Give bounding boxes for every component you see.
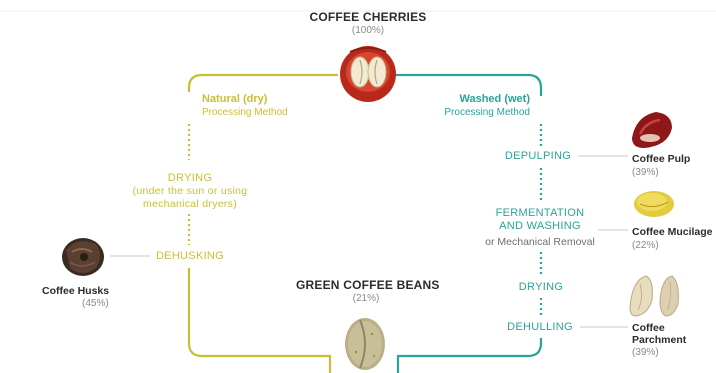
- root-percent: (100%): [351, 25, 385, 36]
- coffee-husk-icon: [62, 238, 104, 276]
- coffee-cherry-icon: [340, 46, 396, 102]
- green-beans-title: GREEN COFFEE BEANS: [296, 278, 440, 292]
- parchment-label-2: Parchment: [632, 334, 687, 346]
- washed-method-subtitle: Processing Method: [444, 107, 530, 118]
- drying-note-1: (under the sun or using: [132, 185, 248, 197]
- washed-method-name: Washed (wet): [459, 93, 531, 105]
- coffee-parchment-icon: [629, 275, 679, 317]
- washed-step-fermentation: FERMENTATION AND WASHING: [486, 207, 594, 233]
- husks-percent: (45%): [82, 298, 109, 309]
- mucilage-label: Coffee Mucilage: [632, 226, 713, 238]
- drying-label: DRYING: [167, 172, 213, 184]
- washed-step-depulping: DEPULPING: [504, 150, 572, 162]
- washed-step-dehulling: DEHULLING: [507, 321, 573, 333]
- fermentation-label-1: FERMENTATION: [495, 207, 585, 219]
- root-title: COFFEE CHERRIES: [309, 10, 427, 24]
- parchment-label-1: Coffee: [632, 322, 665, 334]
- natural-method-subtitle: Processing Method: [202, 107, 288, 118]
- natural-step-drying: DRYING (under the sun or using mechanica…: [120, 172, 260, 211]
- washed-path-bottom: [396, 338, 543, 373]
- green-bean-icon: [345, 318, 385, 370]
- mucilage-percent: (22%): [632, 240, 659, 251]
- fermentation-label-2: AND WASHING: [499, 220, 581, 232]
- drying-note-2: mechanical dryers): [142, 198, 238, 210]
- natural-path-top: [187, 73, 338, 92]
- pulp-label: Coffee Pulp: [632, 153, 691, 165]
- natural-step-dehusking: DEHUSKING: [155, 250, 225, 262]
- coffee-mucilage-icon: [634, 191, 674, 217]
- washed-step-mechanical-removal: or Mechanical Removal: [485, 236, 595, 248]
- pulp-percent: (39%): [632, 167, 659, 178]
- coffee-pulp-icon: [632, 112, 672, 148]
- washed-path-top: [396, 73, 543, 96]
- husks-label: Coffee Husks: [42, 285, 110, 297]
- natural-path-bottom: [187, 268, 332, 373]
- green-beans-percent: (21%): [352, 293, 380, 304]
- washed-step-drying: DRYING: [518, 281, 564, 293]
- natural-method-name: Natural (dry): [202, 93, 268, 105]
- parchment-percent: (39%): [632, 347, 659, 358]
